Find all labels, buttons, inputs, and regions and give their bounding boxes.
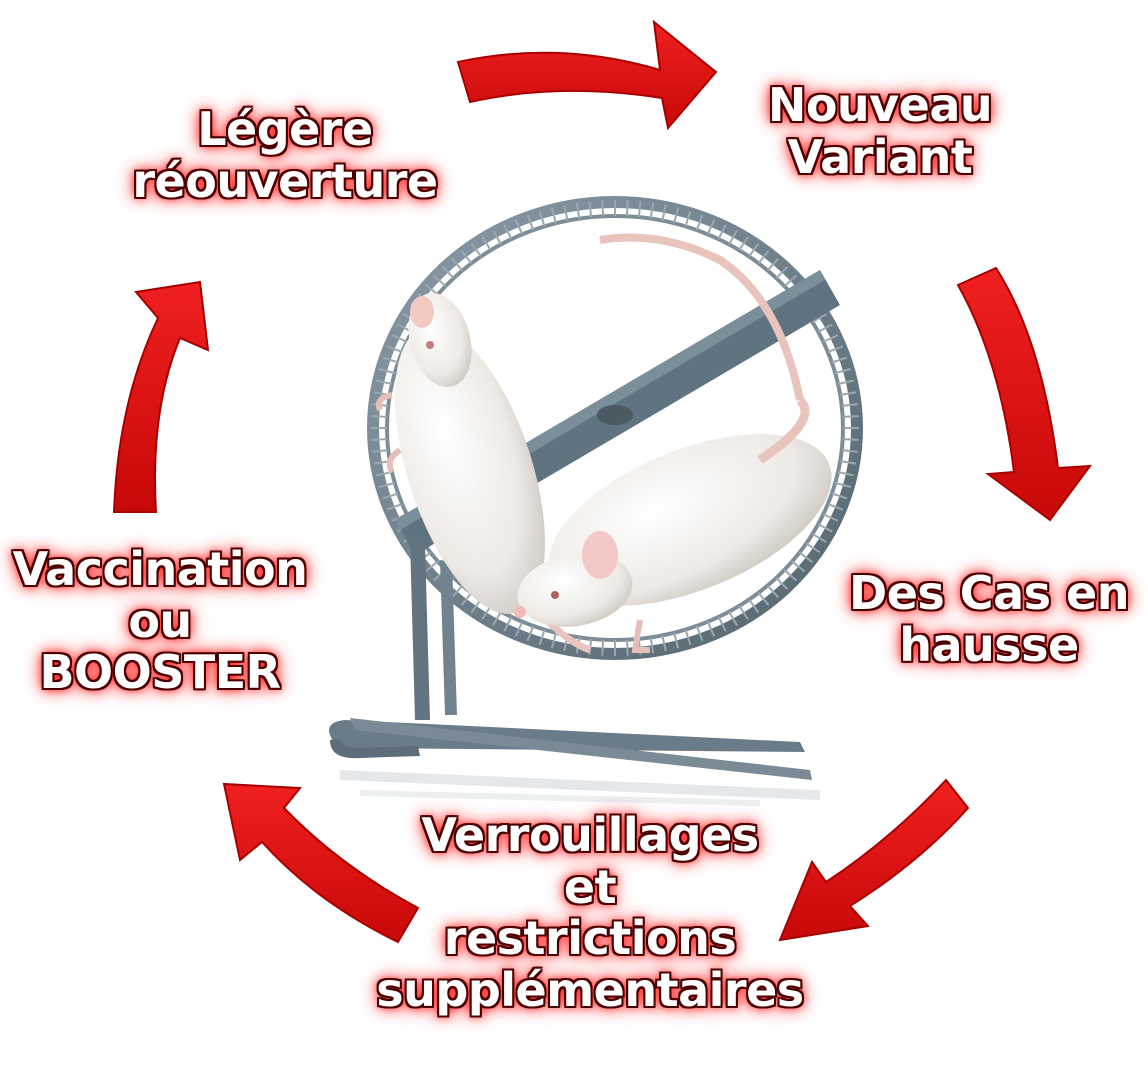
stage-label-line: ou [0,596,320,648]
stage-label-line: Variant [730,132,1030,184]
stage-label-line: Nouveau [730,80,1030,132]
stage-label-line: Verrouillages [360,810,820,862]
wheel-mesh-wire [843,439,859,440]
arrow-icon [458,22,716,128]
stage-label-line: hausse [830,620,1148,672]
wheel-mesh-wire [602,200,603,216]
stage-label-line: réouverture [120,156,450,208]
stage-label-vaccination: Vaccination ou BOOSTER [0,544,320,699]
wheel-mesh-wire [371,416,387,417]
stage-label-line: Légère [120,104,450,156]
stage-label-line: BOOSTER [0,647,320,699]
stage-label-line: Des Cas en [830,568,1148,620]
wheel-mesh-wire [602,640,603,656]
wheel-mesh-wire [843,416,859,417]
stage-label-rising-cases: Des Cas en hausse [830,568,1148,671]
stage-label-line: supplémentaires [360,965,820,1017]
stage-label-line: Vaccination [0,544,320,596]
stage-label-new-variant: Nouveau Variant [730,80,1030,183]
stage-label-lockdowns: Verrouillages et restrictions supplément… [360,810,820,1016]
arrow-icon [114,282,208,512]
stage-label-line: et [360,862,820,914]
wheel-mesh-wire [371,439,387,440]
stage-label-reopening: Légère réouverture [120,104,450,207]
stage-label-line: restrictions [360,913,820,965]
arrow-icon [958,268,1090,520]
wheel-mesh-wire [627,640,628,656]
wheel-mesh-wire [627,200,628,216]
floor-reflection [340,770,820,806]
